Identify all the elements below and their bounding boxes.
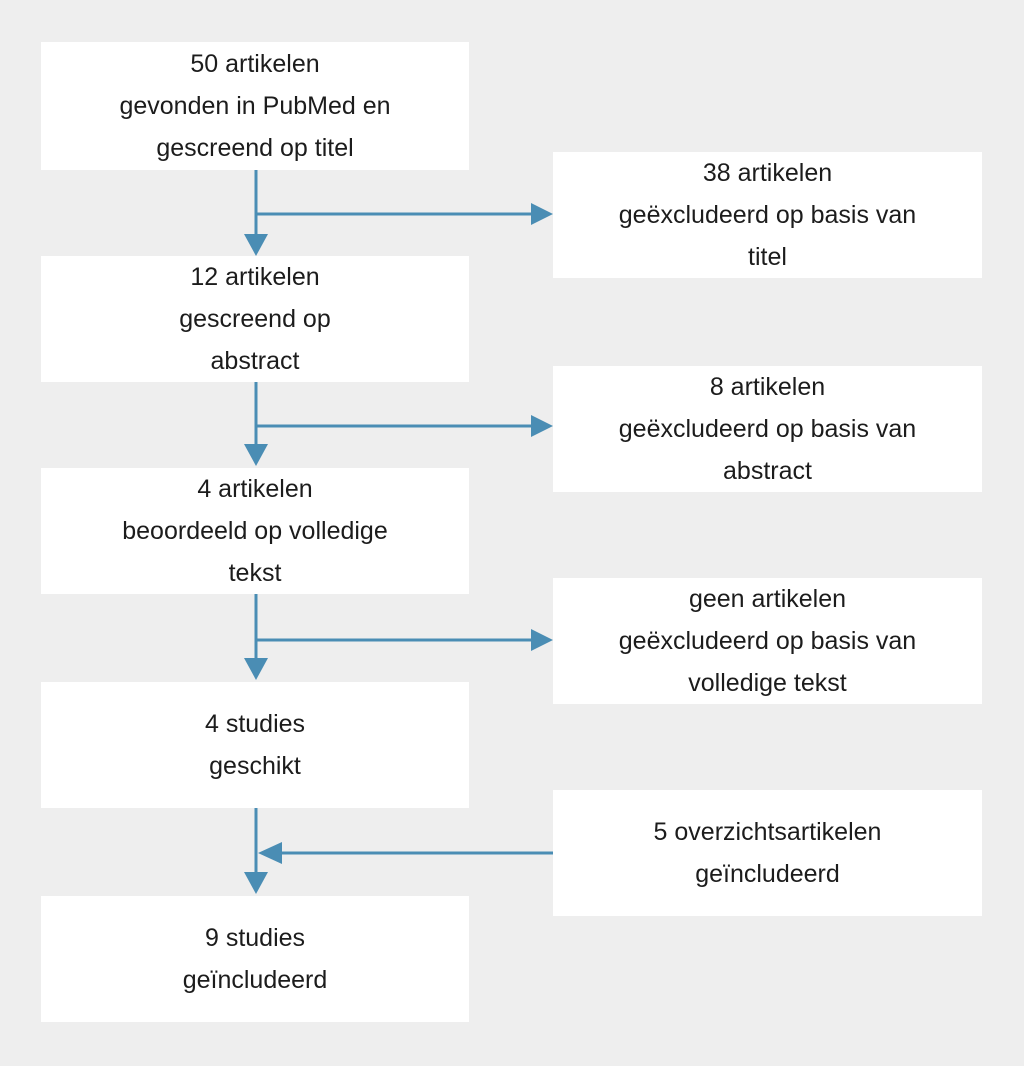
flow-box-line: gevonden in PubMed en: [119, 92, 391, 120]
flow-box-line: beoordeeld op volledige: [122, 517, 388, 545]
flow-box-studies-included: 9 studies geïncludeerd: [41, 896, 469, 1022]
flow-box-line: gescreend op titel: [156, 134, 354, 162]
flow-box-line: geïncludeerd: [182, 966, 328, 994]
flow-box-line: 4 studies: [204, 710, 306, 738]
arrow-overview-inbound-icon: [258, 842, 553, 864]
flow-box-line: geschikt: [209, 752, 301, 780]
flow-box-assessed-fulltext: 4 artikelen beoordeeld op volledige teks…: [41, 468, 469, 594]
flow-box-line: 9 studies: [204, 924, 306, 952]
flow-box-line: titel: [748, 243, 787, 271]
flow-box-line: geëxcludeerd op basis van: [618, 415, 917, 443]
flow-box-line: gescreend op: [179, 305, 331, 333]
flow-box-line: geëxcludeerd op basis van: [618, 201, 917, 229]
flow-box-line: 4 artikelen: [197, 475, 313, 503]
flow-box-line: 50 artikelen: [190, 50, 320, 78]
flow-box-overview-articles-included: 5 overzichtsartikelen geïncludeerd: [553, 790, 982, 916]
arrow-branch-excluded-fulltext-icon: [256, 629, 553, 651]
flow-box-screened-on-abstract: 12 artikelen gescreend op abstract: [41, 256, 469, 382]
flow-box-line: abstract: [210, 347, 300, 375]
flow-box-line: abstract: [723, 457, 812, 485]
flow-box-line: 8 artikelen: [709, 373, 826, 401]
flow-box-studies-eligible: 4 studies geschikt: [41, 682, 469, 808]
arrow-eligible-to-included-icon: [244, 808, 268, 894]
arrow-branch-excluded-title-icon: [256, 203, 553, 225]
flow-box-line: geïncludeerd: [695, 860, 840, 888]
flow-box-line: 38 artikelen: [702, 159, 833, 187]
arrow-branch-excluded-abstract-icon: [256, 415, 553, 437]
flow-box-line: tekst: [228, 559, 282, 587]
flow-box-excluded-on-abstract: 8 artikelen geëxcludeerd op basis van ab…: [553, 366, 982, 492]
arrow-fulltext-to-eligible-icon: [244, 594, 268, 680]
flow-box-excluded-on-title: 38 artikelen geëxcludeerd op basis van t…: [553, 152, 982, 278]
flow-box-line: geen artikelen: [688, 585, 847, 613]
flow-box-line: volledige tekst: [688, 669, 847, 697]
flow-box-line: geëxcludeerd op basis van: [618, 627, 917, 655]
flow-box-line: 12 artikelen: [190, 263, 320, 291]
flow-box-excluded-on-fulltext: geen artikelen geëxcludeerd op basis van…: [553, 578, 982, 704]
flow-box-found-articles: 50 artikelen gevonden in PubMed en gescr…: [41, 42, 469, 170]
arrow-found-to-screened-icon: [244, 170, 268, 256]
flow-box-line: 5 overzichtsartikelen: [653, 818, 882, 846]
arrow-screened-to-fulltext-icon: [244, 382, 268, 466]
